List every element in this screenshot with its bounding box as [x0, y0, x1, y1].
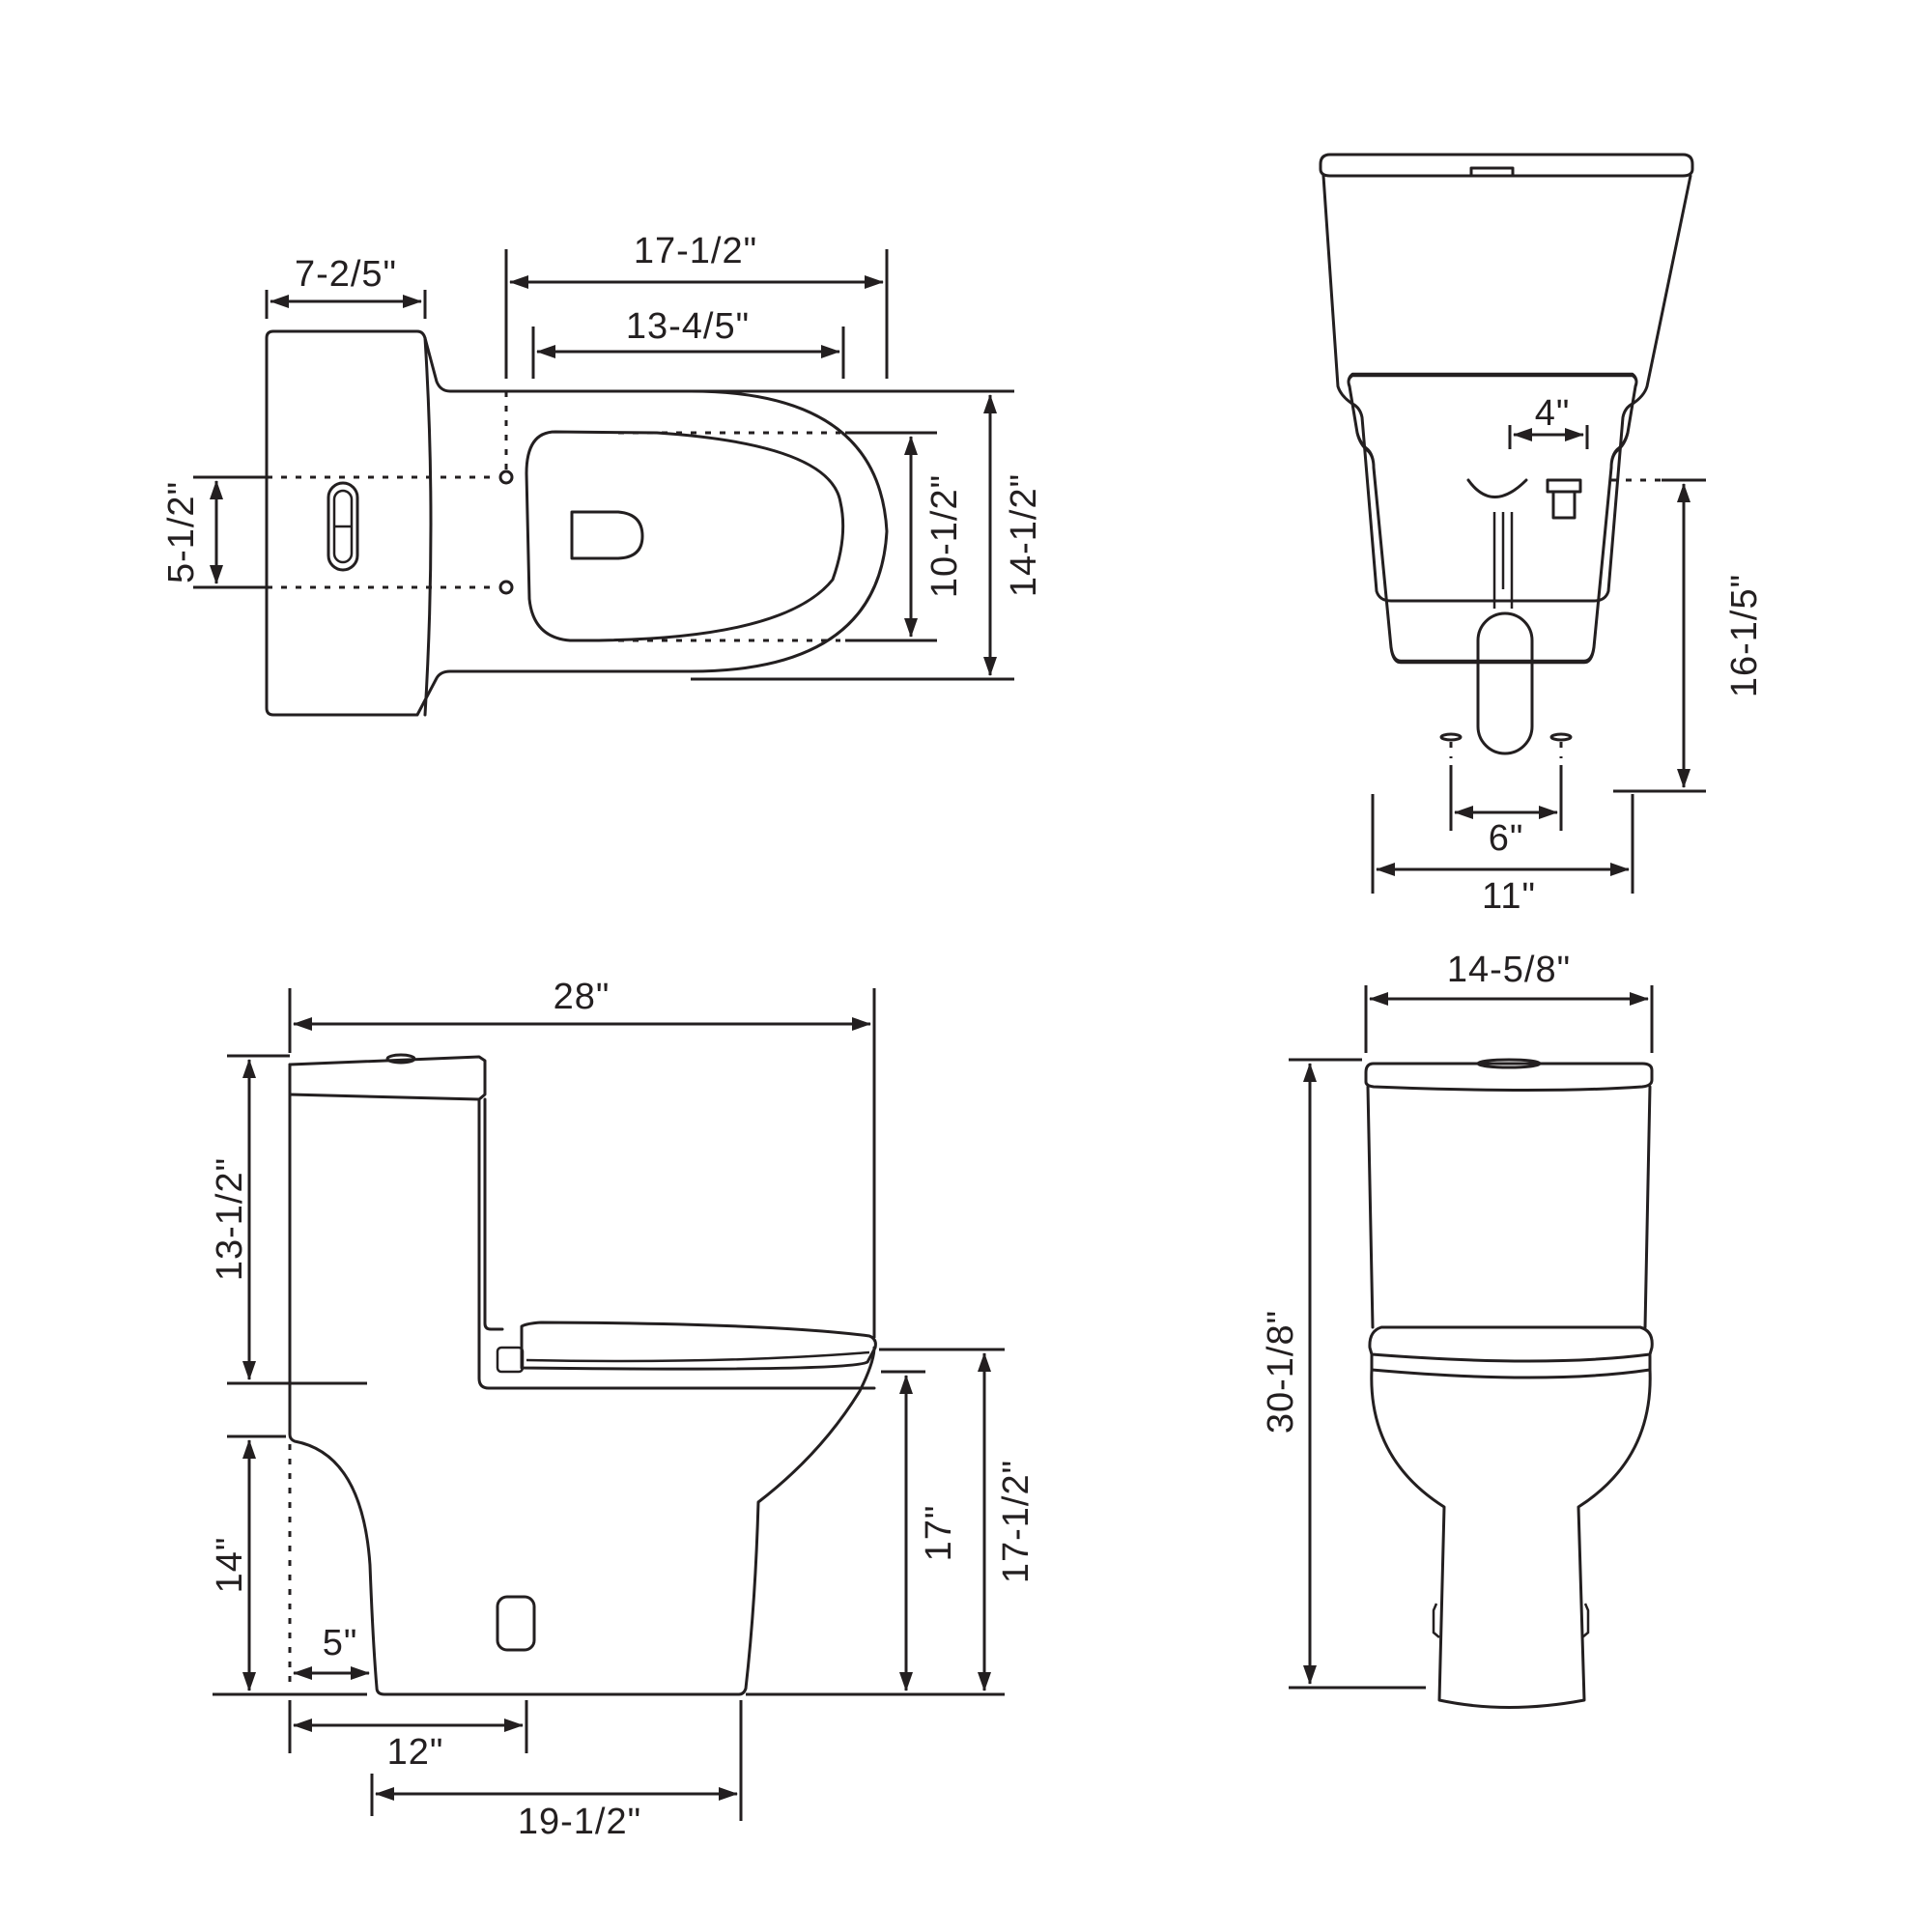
dim-label-water-inlet: 4" — [1535, 393, 1571, 434]
seat-lid-side — [520, 1321, 877, 1371]
bolt-cap-left — [1432, 1603, 1440, 1638]
dim-label-overall-length: 28" — [554, 977, 611, 1017]
trapway — [1476, 611, 1534, 755]
bolt-hole-icon — [1439, 732, 1463, 742]
lid-button — [1469, 166, 1515, 178]
dim-label-overall-height: 30-1/8" — [1261, 1310, 1301, 1434]
rear-inner-recess — [1347, 372, 1638, 665]
tank-lid — [1319, 153, 1694, 178]
front-view: 14-5/8" 30-1/8" — [1261, 950, 1654, 1709]
trapway-cover-icon — [496, 1595, 536, 1652]
flush-button-icon — [327, 481, 359, 572]
seat-front — [1368, 1325, 1654, 1363]
dim-label-bolt-spacing: 6" — [1489, 818, 1524, 859]
dim-label-base-height: 16-1/5" — [1724, 574, 1765, 697]
bolt-cap-right — [1581, 1603, 1590, 1638]
dim-label-bowl-width: 14-1/2" — [1004, 473, 1044, 597]
d-logo-icon — [570, 510, 644, 560]
dim-label-overall-to-bowl: 17-1/2" — [634, 231, 757, 271]
side-view: 28" 13-1/2" 14" 5" 12" 19-1/2" 17" 17-1/ — [210, 977, 1037, 1842]
dim-label-seat-width: 10-1/2" — [924, 474, 965, 598]
bolt-hole-icon — [498, 469, 514, 485]
side-body-outline — [288, 1063, 876, 1696]
dim-label-seat-length: 13-4/5" — [626, 306, 750, 347]
dim-label-bowl-to-front: 19-1/2" — [518, 1802, 641, 1842]
bolt-hole-icon — [1549, 732, 1573, 742]
seat-rim-front — [1370, 1352, 1652, 1379]
flush-button-side — [385, 1053, 416, 1065]
dim-label-tank-width: 14-5/8" — [1447, 950, 1571, 990]
water-inlet — [1546, 478, 1582, 494]
tank-bottom-outline — [265, 329, 693, 717]
dim-label-tank-height: 13-1/2" — [210, 1157, 250, 1281]
water-inlet-body — [1551, 490, 1577, 520]
tank-front-edge — [423, 336, 433, 717]
tank-top-outline — [271, 329, 693, 393]
tank-inner-side — [483, 1097, 504, 1331]
dim-label-mounting-holes: 5-1/2" — [161, 481, 202, 583]
bolt-hole-icon — [498, 580, 514, 595]
top-view: 7-2/5" 17-1/2" 13-4/5" 5-1/2" 10-1/2" 14… — [161, 231, 1044, 717]
rear-view: 4" 16-1/5" 6" 11" — [1319, 153, 1765, 917]
dim-label-inlet-height: 14" — [210, 1537, 250, 1594]
tank-front-side — [477, 1097, 876, 1390]
bowl-outer — [689, 389, 889, 673]
dim-label-base-width: 11" — [1482, 876, 1536, 917]
bowl-pedestal-front — [1370, 1368, 1652, 1709]
dim-label-tank-depth: 7-2/5" — [295, 254, 397, 295]
dim-label-inlet-offset: 5" — [323, 1623, 358, 1663]
drain-outlet — [1466, 478, 1528, 498]
flush-button-front — [1476, 1058, 1542, 1069]
seat-line — [526, 1350, 870, 1363]
dim-label-rim-height: 17" — [919, 1505, 959, 1562]
tank-sides-front — [1366, 1085, 1652, 1329]
hinge — [496, 1346, 525, 1374]
dim-label-rough-in: 12" — [387, 1732, 444, 1773]
tank-lid-front — [1364, 1062, 1654, 1092]
dim-label-seat-height: 17-1/2" — [996, 1460, 1037, 1583]
tank-lid-side — [288, 1055, 487, 1101]
seat-outline — [525, 430, 845, 642]
